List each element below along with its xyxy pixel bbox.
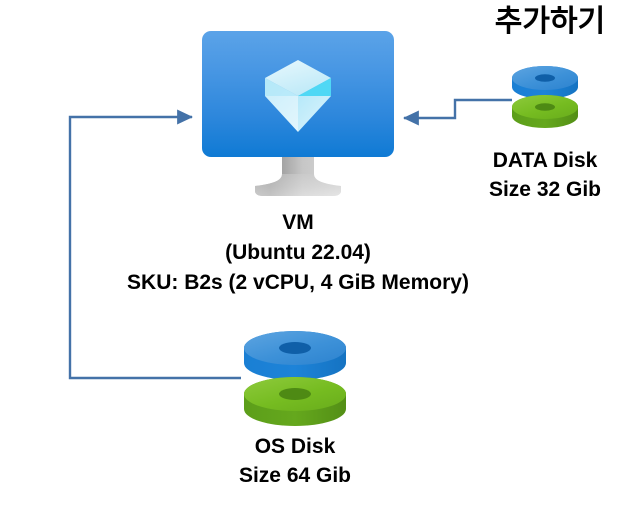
add-heading-korean: 추가하기 (494, 4, 606, 39)
os-disk-name: OS Disk (254, 435, 336, 458)
vm-node (202, 31, 394, 197)
cube-icon (265, 60, 331, 132)
vm-stand (255, 157, 341, 196)
data-disk-label: DATA Disk Size 32 Gib (470, 146, 620, 204)
connector-data-disk-to-vm (403, 98, 512, 126)
vm-caption-line-2: (Ubuntu 22.04) (225, 241, 371, 264)
vm-caption-line-3: SKU: B2s (2 vCPU, 4 GiB Memory) (127, 271, 469, 294)
os-disk-size: Size 64 Gib (238, 464, 352, 487)
os-disk-icon (244, 331, 346, 426)
data-disk-name: DATA Disk (492, 149, 598, 172)
data-disk-icon (512, 66, 578, 128)
vm-caption: VM (Ubuntu 22.04) SKU: B2s (2 vCPU, 4 Gi… (68, 208, 528, 298)
vm-caption-line-1: VM (282, 211, 314, 234)
data-disk-size: Size 32 Gib (488, 178, 602, 201)
connector-os-disk-to-vm (68, 109, 241, 380)
os-disk-label: OS Disk Size 64 Gib (215, 432, 375, 490)
